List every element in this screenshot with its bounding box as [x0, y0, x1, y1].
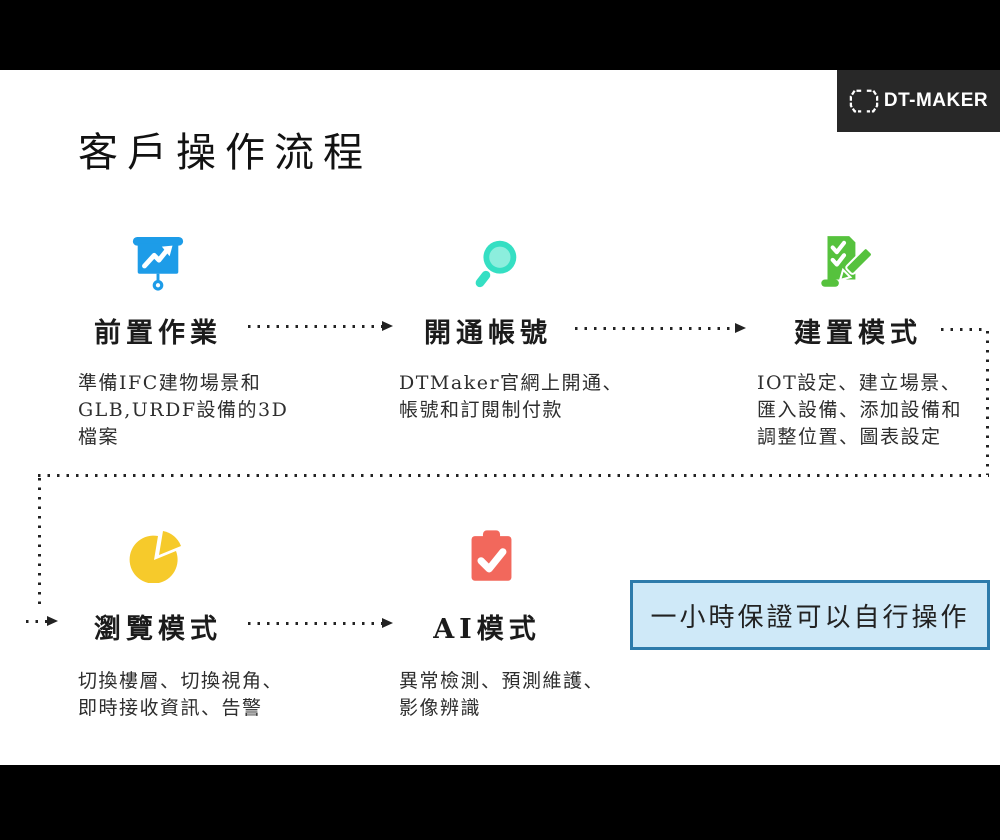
brand-name: DT-MAKER: [883, 90, 989, 111]
pie-chart-icon: [129, 531, 181, 583]
flow-connector-3a: [941, 328, 988, 331]
flow-connector-4: [248, 622, 382, 625]
arrow-right-icon: [735, 323, 746, 333]
arrow-right-icon: [382, 618, 393, 628]
flow-connector-1: [248, 325, 382, 328]
clipboard-check-icon: [471, 530, 512, 581]
dt-maker-logo-icon: [849, 89, 879, 113]
brand-badge: DT-MAKER: [837, 70, 1000, 132]
step-desc-build-mode: IOT設定、建立場景、 匯入設備、添加設備和 調整位置、圖表設定: [757, 372, 963, 448]
step-desc-open-account: DTMaker官網上開通、 帳號和訂閱制付款: [399, 372, 624, 421]
checklist-pencil-icon: [821, 236, 873, 287]
guarantee-callout: 一小時保證可以自行操作: [630, 580, 990, 650]
arrow-right-icon: [382, 321, 393, 331]
flow-connector-3e: [26, 620, 47, 623]
step-title-build-mode: 建置模式: [794, 318, 922, 349]
step-desc-browse-mode: 切換樓層、切換視角、 即時接收資訊、告警: [78, 670, 284, 719]
arrow-right-icon: [47, 616, 58, 626]
flow-connector-3d: [38, 478, 41, 610]
step-title-pre-work: 前置作業: [94, 318, 222, 349]
flow-connector-2: [575, 327, 735, 330]
flow-connector-3c: [38, 474, 989, 477]
bottom-letterbox: [0, 765, 1000, 840]
step-title-open-account: 開通帳號: [424, 318, 552, 349]
magnifier-icon: [475, 240, 517, 288]
page-title: 客戶操作流程: [78, 130, 372, 176]
step-desc-ai-mode: 異常檢測、預測維護、 影像辨識: [399, 670, 605, 719]
flow-connector-3b: [986, 331, 989, 475]
step-title-ai-mode: AI模式: [433, 614, 541, 645]
top-letterbox: [0, 0, 1000, 70]
step-desc-pre-work: 準備IFC建物場景和 GLB,URDF設備的3D 檔案: [78, 372, 289, 448]
presentation-chart-icon: [132, 236, 184, 291]
guarantee-text: 一小時保證可以自行操作: [650, 602, 970, 633]
step-title-browse-mode: 瀏覽模式: [94, 614, 222, 645]
